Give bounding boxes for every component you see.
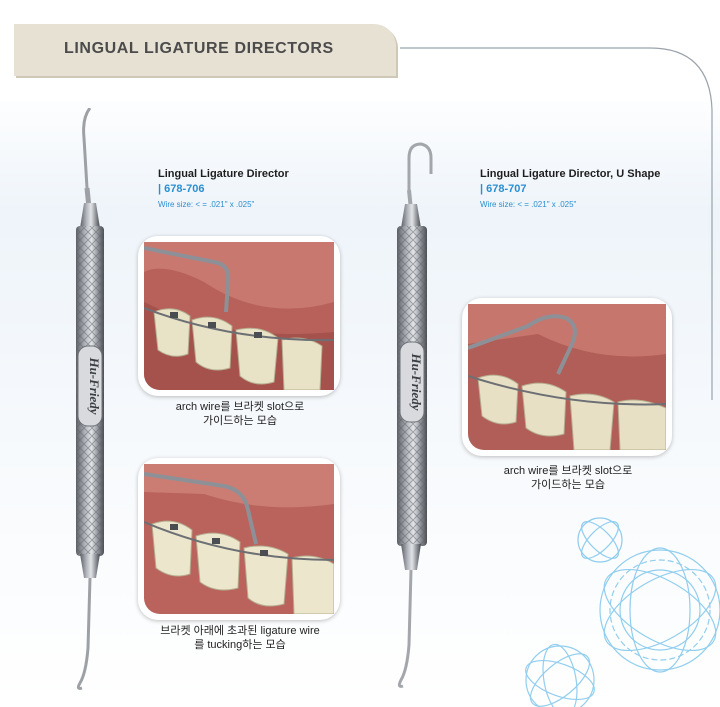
product-name: Lingual Ligature Director, U Shape: [480, 168, 661, 180]
header-tab: [14, 24, 396, 76]
photo-card: [138, 236, 340, 396]
photo-caption: arch wire를 브라켓 slot으로 가이드하는 모습: [503, 465, 633, 491]
wire-size: Wire size: < = .021" x .025": [158, 200, 255, 209]
dental-photo: [468, 304, 666, 450]
photo-card: [138, 458, 340, 620]
product-code: | 678-706: [158, 183, 205, 195]
photo-caption: arch wire를 브라켓 slot으로 가이드하는 모습: [175, 401, 305, 427]
photo-card: [462, 298, 672, 456]
handle-logo: Hu-Friedy: [87, 356, 102, 414]
product-code: | 678-707: [480, 183, 527, 195]
handle-logo: Hu-Friedy: [409, 352, 424, 410]
product-name: Lingual Ligature Director: [158, 168, 289, 180]
dental-photo: [144, 464, 334, 614]
photo-caption: 브라켓 아래에 초과된 ligature wire 를 tucking하는 모습: [160, 625, 320, 651]
decorative-curve-line: [400, 47, 713, 400]
page-title: LINGUAL LIGATURE DIRECTORS: [64, 40, 334, 57]
ligature-director-u-shape-instrument: Hu-Friedy: [397, 142, 433, 688]
decorative-spirograph: [525, 517, 720, 707]
ligature-director-instrument: Hu-Friedy: [76, 108, 104, 690]
dental-photo: [144, 242, 334, 390]
wire-size: Wire size: < = .021" x .025": [480, 200, 577, 209]
